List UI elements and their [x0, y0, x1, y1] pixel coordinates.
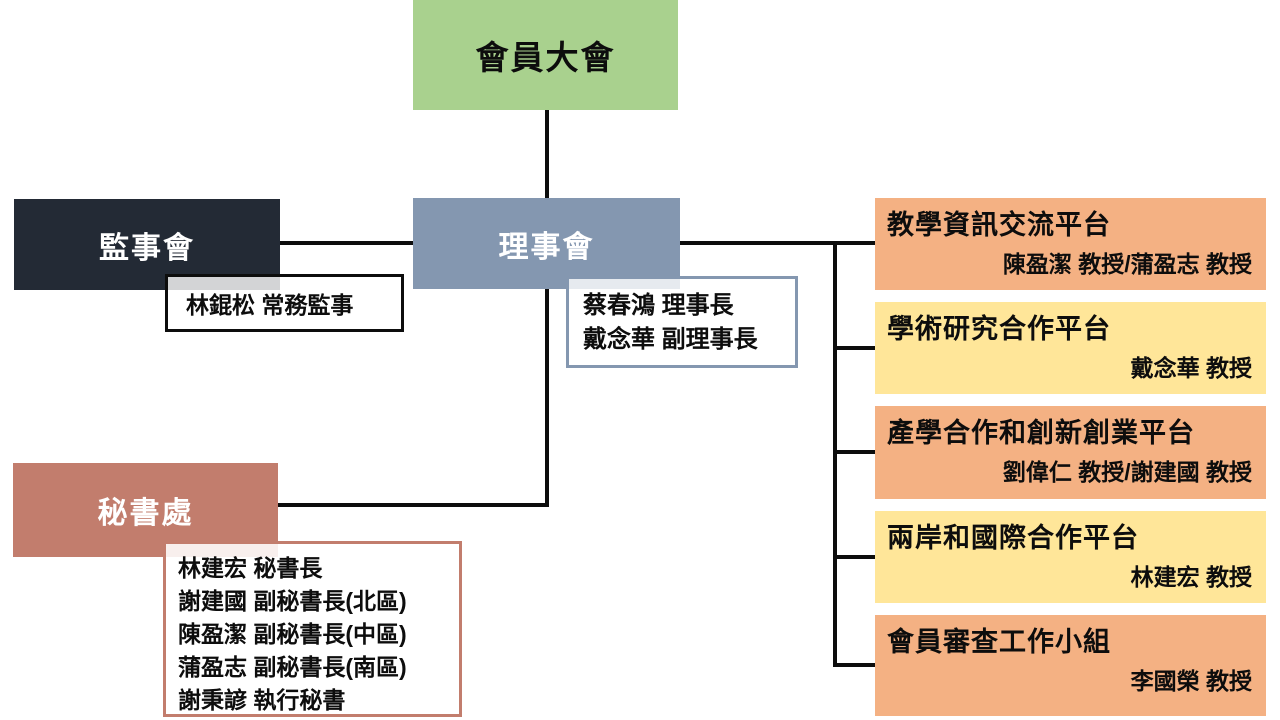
platform-title: 產學合作和創新創業平台 — [887, 418, 1195, 448]
supervisors-box: 監事會 — [14, 199, 280, 290]
connector-directors-platforms — [680, 241, 875, 245]
platform-members: 戴念華 教授 — [1130, 355, 1252, 381]
platform-box-cross-strait-international: 兩岸和國際合作平台 林建宏 教授 — [875, 511, 1266, 603]
platform-title: 教學資訊交流平台 — [887, 210, 1111, 240]
supervisors-label: 監事會 — [99, 231, 195, 265]
secretariat-detail-line: 陳盈潔 副秘書長(中區) — [178, 621, 407, 647]
secretariat-detail-line: 蒲盈志 副秘書長(南區) — [178, 654, 407, 680]
directors-detail-line: 蔡春鴻 理事長 — [583, 292, 734, 319]
secretariat-label: 秘書處 — [97, 497, 194, 530]
secretariat-detail-line: 林建宏 秘書長 — [178, 555, 323, 581]
directors-detail-line: 戴念華 副理事長 — [583, 326, 758, 353]
platform-box-teaching-info-exchange: 教學資訊交流平台 陳盈潔 教授/蒲盈志 教授 — [875, 198, 1266, 290]
platform-title: 學術研究合作平台 — [887, 314, 1111, 344]
platform-members: 陳盈潔 教授/蒲盈志 教授 — [1002, 251, 1252, 277]
connector-platform-spine — [833, 241, 837, 667]
assembly-label: 會員大會 — [475, 39, 616, 76]
platform-box-industry-innovation: 產學合作和創新創業平台 劉偉仁 教授/謝建國 教授 — [875, 406, 1266, 499]
connector-tick-platform-3 — [833, 450, 875, 454]
supervisors-detail-box: 林錕松 常務監事 — [165, 274, 404, 332]
directors-label: 理事會 — [498, 230, 595, 264]
assembly-box: 會員大會 — [413, 0, 678, 110]
connector-supervisors-directors — [280, 241, 413, 245]
platform-title: 兩岸和國際合作平台 — [887, 523, 1139, 553]
connector-tick-platform-4 — [833, 555, 875, 559]
supervisors-detail-text: 林錕松 常務監事 — [186, 292, 354, 318]
connector-assembly-directors — [545, 108, 549, 200]
platform-members: 李國榮 教授 — [1130, 668, 1252, 694]
platform-box-member-review: 會員審查工作小組 李國榮 教授 — [875, 615, 1266, 716]
secretariat-detail-line: 謝秉諺 執行秘書 — [178, 687, 346, 713]
platform-members: 劉偉仁 教授/謝建國 教授 — [1002, 459, 1252, 485]
connector-directors-down — [545, 289, 549, 507]
platform-members: 林建宏 教授 — [1130, 564, 1252, 590]
secretariat-detail-box: 林建宏 秘書長 謝建國 副秘書長(北區) 陳盈潔 副秘書長(中區) 蒲盈志 副秘… — [163, 541, 462, 717]
platform-box-academic-research: 學術研究合作平台 戴念華 教授 — [875, 302, 1266, 394]
platform-title: 會員審查工作小組 — [887, 627, 1111, 657]
connector-tick-platform-5 — [833, 663, 875, 667]
secretariat-detail-line: 謝建國 副秘書長(北區) — [178, 588, 407, 614]
connector-secretariat — [278, 503, 549, 507]
connector-tick-platform-2 — [833, 346, 875, 350]
directors-box: 理事會 — [413, 198, 680, 289]
directors-detail-box: 蔡春鴻 理事長 戴念華 副理事長 — [566, 276, 798, 368]
